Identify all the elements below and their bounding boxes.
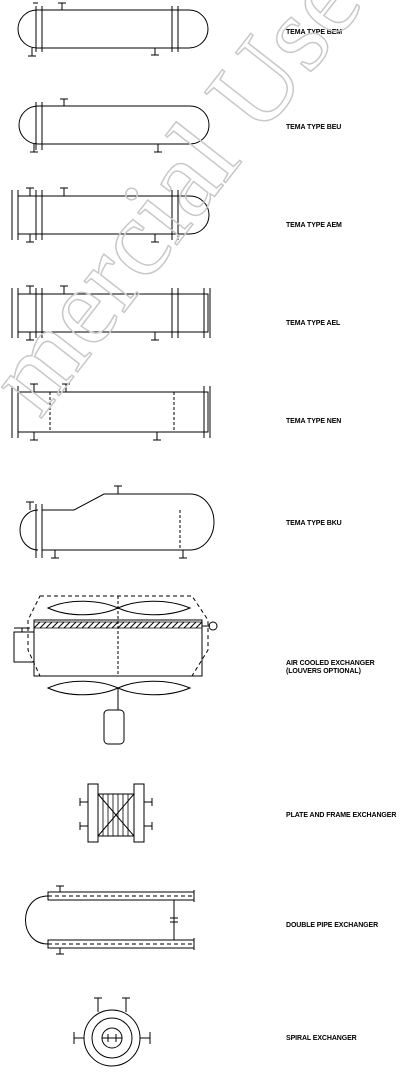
tema-bku-symbol	[0, 480, 270, 560]
label-tema-beu: TEMA TYPE BEU	[286, 124, 342, 131]
label-tema-nen: TEMA TYPE NEN	[286, 418, 342, 425]
tema-bem-symbol	[0, 0, 270, 60]
double-pipe-exchanger-symbol	[0, 884, 270, 960]
label-tema-bem: TEMA TYPE BEM	[286, 29, 342, 36]
label-tema-ael: TEMA TYPE AEL	[286, 320, 341, 327]
air-cooled-exchanger-symbol	[0, 588, 270, 748]
label-double-pipe-exchanger: DOUBLE PIPE EXCHANGER	[286, 922, 379, 929]
label-tema-aem: TEMA TYPE AEM	[286, 222, 342, 229]
label-spiral-exchanger: SPIRAL EXCHANGER	[286, 1035, 357, 1042]
tema-ael-symbol	[0, 282, 270, 352]
spiral-exchanger-symbol	[0, 984, 270, 1073]
tema-aem-symbol	[0, 184, 270, 254]
label-air-cooled-exchanger: AIR COOLED EXCHANGER (LOUVERS OPTIONAL)	[286, 660, 375, 675]
label-tema-bku: TEMA TYPE BKU	[286, 520, 342, 527]
tema-beu-symbol	[0, 96, 270, 158]
label-plate-and-frame-exchanger: PLATE AND FRAME EXCHANGER	[286, 812, 397, 819]
plate-and-frame-exchanger-symbol	[0, 778, 270, 850]
tema-nen-symbol	[0, 380, 270, 450]
